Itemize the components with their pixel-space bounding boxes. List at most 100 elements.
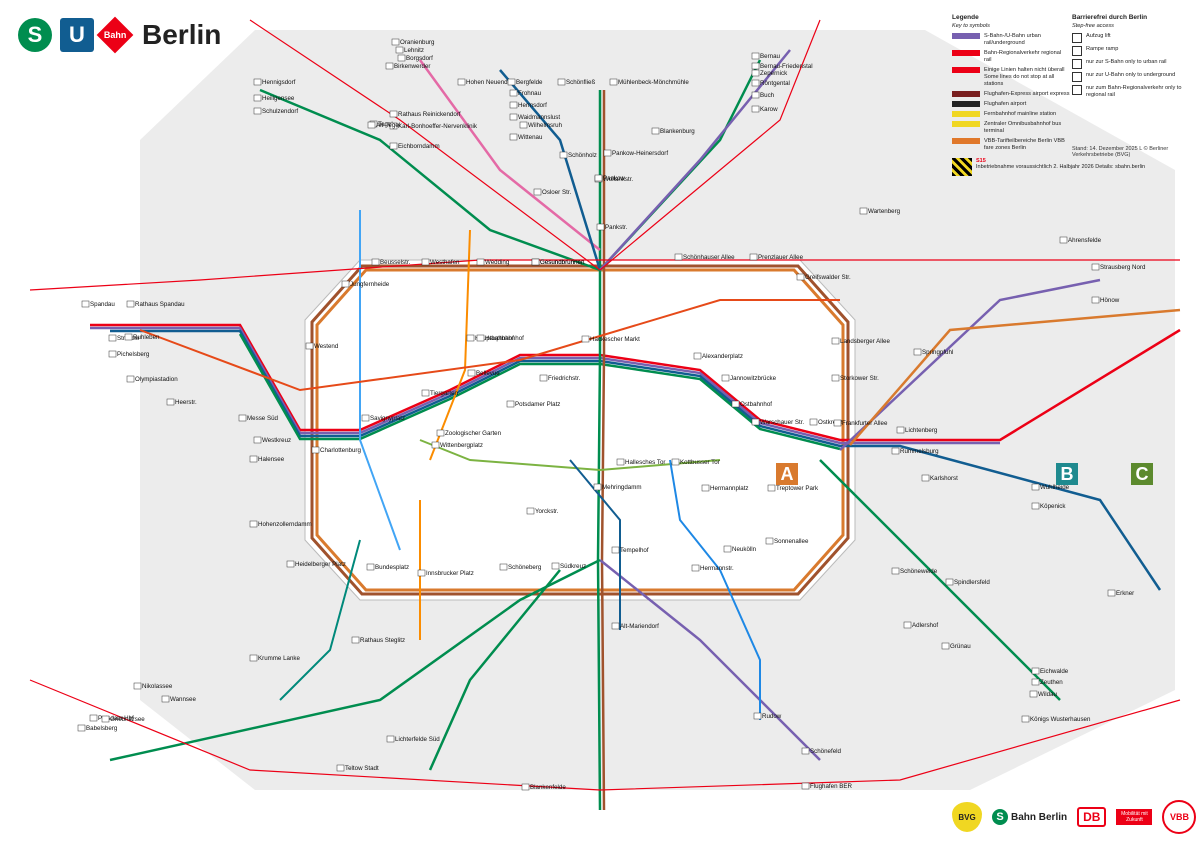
station-label[interactable]: Schönholz	[568, 152, 597, 159]
station-label[interactable]: Waidmannslust	[518, 114, 560, 121]
station-label[interactable]: Hermannstr.	[700, 565, 734, 572]
station-label[interactable]: Schöneweide	[900, 568, 938, 575]
station-label[interactable]: Potsdam Hbf	[98, 715, 134, 722]
station-label[interactable]: Heerstr.	[175, 399, 197, 406]
station-label[interactable]: Hallesches Tor	[625, 459, 665, 466]
station-label[interactable]: Rathaus Reinickendorf	[398, 111, 461, 118]
station-label[interactable]: Mehringdamm	[602, 484, 642, 491]
station-label[interactable]: Pankstr.	[605, 224, 628, 231]
station-label[interactable]: Krumme Lanke	[258, 655, 301, 662]
station-label[interactable]: Heidelberger Platz	[295, 561, 346, 568]
station-label[interactable]: Westend	[314, 343, 339, 350]
station-label[interactable]: Hermsdorf	[518, 102, 547, 109]
station-label[interactable]: Halensee	[258, 456, 285, 463]
station-label[interactable]: Gesundbrunnen	[540, 259, 585, 266]
station-label[interactable]: Ahrensfelde	[1068, 237, 1102, 244]
station-label[interactable]: Tiergarten	[430, 390, 459, 397]
station-label[interactable]: Ostkreuz	[818, 419, 843, 426]
station-label[interactable]: Savignyplatz	[370, 415, 405, 422]
station-label[interactable]: Jungfernheide	[350, 281, 390, 288]
station-label[interactable]: Osloer Str.	[542, 189, 572, 196]
station-label[interactable]: Buch	[760, 92, 775, 99]
station-label[interactable]: Wildau	[1038, 691, 1057, 698]
station-label[interactable]: Rathaus Steglitz	[360, 637, 405, 644]
station-label[interactable]: Schöneberg	[508, 564, 542, 571]
station-label[interactable]: Nikolassee	[142, 683, 173, 690]
station-label[interactable]: Wedding	[485, 259, 510, 266]
station-label[interactable]: Frankfurter Allee	[842, 420, 888, 427]
station-label[interactable]: Griebnitzsee	[110, 716, 145, 723]
station-label[interactable]: Hohenzollerndamm	[258, 521, 312, 528]
station-label[interactable]: Pankow-Heinersdorf	[612, 150, 668, 157]
station-label[interactable]: Beusselstr.	[380, 259, 411, 266]
station-label[interactable]: Wartenberg	[868, 208, 901, 215]
station-label[interactable]: Hönow	[1100, 297, 1120, 304]
station-label[interactable]: Sonnenallee	[774, 538, 809, 545]
station-label[interactable]: Jannowitzbrücke	[730, 375, 777, 382]
station-label[interactable]: Bundesplatz	[375, 564, 409, 571]
station-label[interactable]: Südkreuz	[560, 563, 586, 570]
station-label[interactable]: Karl-Bonhoeffer-Nervenklinik	[398, 123, 478, 130]
station-label[interactable]: Rummelsburg	[900, 448, 939, 455]
station-label[interactable]: Hauptbahnhof	[475, 335, 514, 342]
station-label[interactable]: Warschauer Str.	[760, 419, 804, 426]
station-label[interactable]: Landsberger Allee	[840, 338, 890, 345]
station-label[interactable]: Karlshorst	[930, 475, 958, 482]
station-label[interactable]: Adlershof	[912, 622, 938, 629]
station-label[interactable]: Röntgental	[760, 80, 790, 87]
station-label[interactable]: Erkner	[1116, 590, 1134, 597]
station-label[interactable]: Bernau-Friedenstal	[760, 63, 813, 70]
station-label[interactable]: Hennigsdorf	[262, 79, 296, 86]
station-label[interactable]: Lehnitz	[404, 47, 424, 54]
station-label[interactable]: Hauptbahnhof	[485, 335, 524, 342]
station-label[interactable]: Heiligensee	[262, 95, 295, 102]
station-label[interactable]: Mühlenbeck-Mönchmühle	[618, 79, 689, 86]
station-label[interactable]: Babelsberg	[86, 725, 118, 732]
station-label[interactable]: Zoologischer Garten	[445, 430, 502, 437]
station-label[interactable]: Pankow	[603, 175, 626, 182]
station-label[interactable]: Prenzlauer Allee	[758, 254, 804, 261]
station-label[interactable]: Blankenfelde	[530, 784, 566, 791]
station-label[interactable]: Storkower Str.	[840, 375, 879, 382]
station-label[interactable]: Wuhlheide	[1040, 484, 1070, 491]
station-label[interactable]: Wittenbergplatz	[440, 442, 483, 449]
station-label[interactable]: Springpfuhl	[922, 349, 953, 356]
station-label[interactable]: Schönhauser Allee	[683, 254, 735, 261]
station-label[interactable]: Bernau	[760, 53, 781, 60]
station-label[interactable]: Königs Wusterhausen	[1030, 716, 1091, 723]
station-label[interactable]: Westkreuz	[262, 437, 291, 444]
station-label[interactable]: Neukölln	[732, 546, 757, 553]
station-label[interactable]: Kottbusser Tor	[680, 459, 720, 466]
station-label[interactable]: Bellevue	[476, 370, 500, 377]
station-label[interactable]: Blankenburg	[660, 128, 695, 135]
station-label[interactable]: Yorckstr.	[535, 508, 559, 515]
station-label[interactable]: Treptower Park	[776, 485, 819, 492]
station-label[interactable]: Westhafen	[430, 259, 460, 266]
station-label[interactable]: Schulzendorf	[262, 108, 298, 115]
station-label[interactable]: Lichterfelde Süd	[395, 736, 440, 743]
station-label[interactable]: Hohen Neuendorf	[466, 79, 515, 86]
station-label[interactable]: Frohnau	[518, 90, 542, 97]
station-label[interactable]: Alexanderplatz	[702, 353, 743, 360]
station-label[interactable]: Potsdamer Platz	[515, 401, 560, 408]
station-label[interactable]: Hermannplatz	[710, 485, 749, 492]
station-label[interactable]: Strausberg Nord	[1100, 264, 1146, 271]
station-label[interactable]: Eichwalde	[1040, 668, 1069, 675]
station-label[interactable]: Spandau	[90, 301, 115, 308]
station-label[interactable]: Birkenwerder	[394, 63, 430, 70]
station-label[interactable]: Zeuthen	[1040, 679, 1063, 686]
station-label[interactable]: Grünau	[950, 643, 971, 650]
station-label[interactable]: Hackescher Markt	[590, 336, 640, 343]
station-label[interactable]: Lichtenberg	[905, 427, 938, 434]
station-label[interactable]: Wittenau	[518, 134, 543, 141]
station-label[interactable]: Rudow	[762, 713, 782, 720]
station-label[interactable]: Wannsee	[170, 696, 196, 703]
station-label[interactable]: Alt-Tegel	[376, 122, 400, 129]
station-label[interactable]: Tempelhof	[620, 547, 649, 554]
station-label[interactable]: Alt-Mariendorf	[620, 623, 659, 630]
station-label[interactable]: Friedrichstr.	[548, 375, 581, 382]
station-label[interactable]: Schönfließ	[566, 79, 595, 86]
station-label[interactable]: Charlottenburg	[320, 447, 361, 454]
station-label[interactable]: Eichborndamm	[398, 143, 440, 150]
station-label[interactable]: Messe Süd	[247, 415, 279, 422]
